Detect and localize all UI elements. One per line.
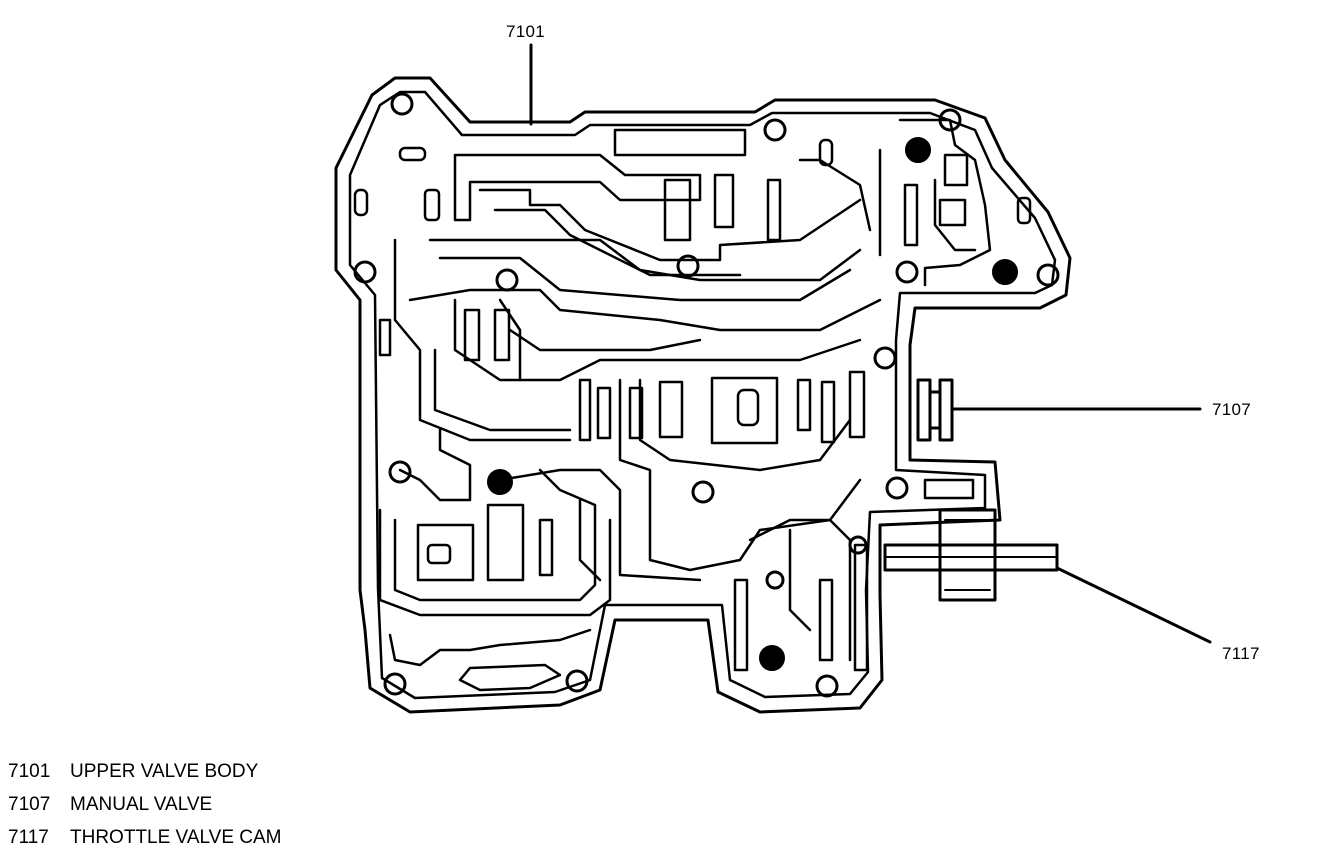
fluid-passages [378,118,992,692]
parts-legend: 7101 UPPER VALVE BODY 7107 MANUAL VALVE 71… [8,755,282,854]
valve-slots [353,138,1032,672]
legend-part-number: 7107 [8,794,51,815]
legend-row: 7117 THROTTLE VALVE CAM [8,821,282,854]
legend-part-label: THROTTLE VALVE CAM [70,827,282,848]
callout-7117: 7117 [1222,644,1260,663]
check-balls [487,137,1018,671]
legend-part-label: MANUAL VALVE [70,794,213,815]
valve-body-inner-outline [348,90,1057,700]
legend-row: 7101 UPPER VALVE BODY [8,755,282,788]
legend-part-label: UPPER VALVE BODY [70,761,259,782]
legend-part-number: 7101 [8,761,51,782]
callout-7107: 7107 [1212,400,1252,419]
manual-valve [916,378,954,442]
legend-part-number: 7117 [8,827,49,848]
legend-row: 7107 MANUAL VALVE [8,788,282,821]
valve-body-outline [334,76,1072,714]
throttle-valve-cam [883,508,1059,602]
callout-7101: 7101 [506,22,546,41]
bolt-holes [353,92,1060,698]
leader-line-7117 [1055,566,1212,644]
